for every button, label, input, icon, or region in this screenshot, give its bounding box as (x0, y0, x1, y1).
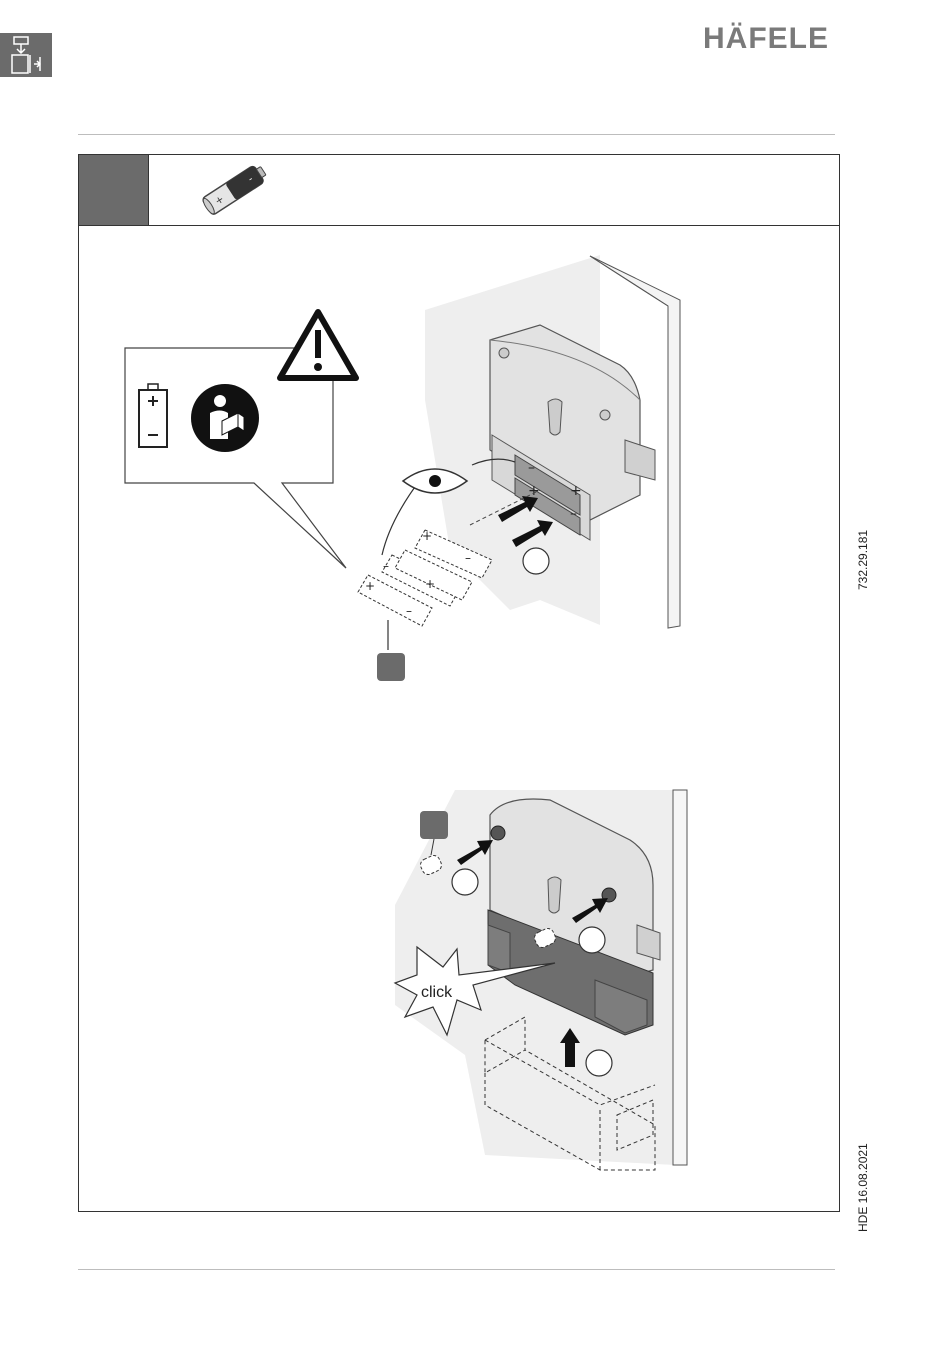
read-manual-icon (190, 383, 260, 453)
step-box-separator (148, 155, 149, 225)
click-label: click (421, 984, 452, 1002)
cover-installation-illustration (385, 785, 705, 1180)
svg-text:+: + (570, 483, 582, 499)
battery-level-icon (137, 383, 169, 449)
document-number: 732.29.181 (856, 530, 870, 590)
svg-text:+: + (528, 483, 540, 499)
svg-text:–: – (465, 551, 471, 565)
brand-logo: HÄFELE (703, 22, 829, 56)
svg-text:+: + (422, 529, 432, 543)
svg-text:+: + (425, 577, 435, 591)
step-header-separator (78, 225, 840, 226)
svg-text:–: – (383, 559, 389, 573)
step-number-box (79, 155, 148, 225)
warning-icon (276, 308, 360, 382)
battery-icon: + - (192, 158, 282, 220)
svg-text:–: – (406, 604, 412, 618)
svg-text:–: – (528, 460, 535, 476)
svg-text:–: – (570, 506, 577, 522)
svg-text:+: + (365, 579, 375, 593)
eye-icon (401, 463, 469, 499)
document-date: HDE 16.08.2021 (856, 1143, 870, 1232)
install-icon (0, 33, 52, 77)
header-rule (78, 134, 835, 135)
footer-rule (78, 1269, 835, 1270)
